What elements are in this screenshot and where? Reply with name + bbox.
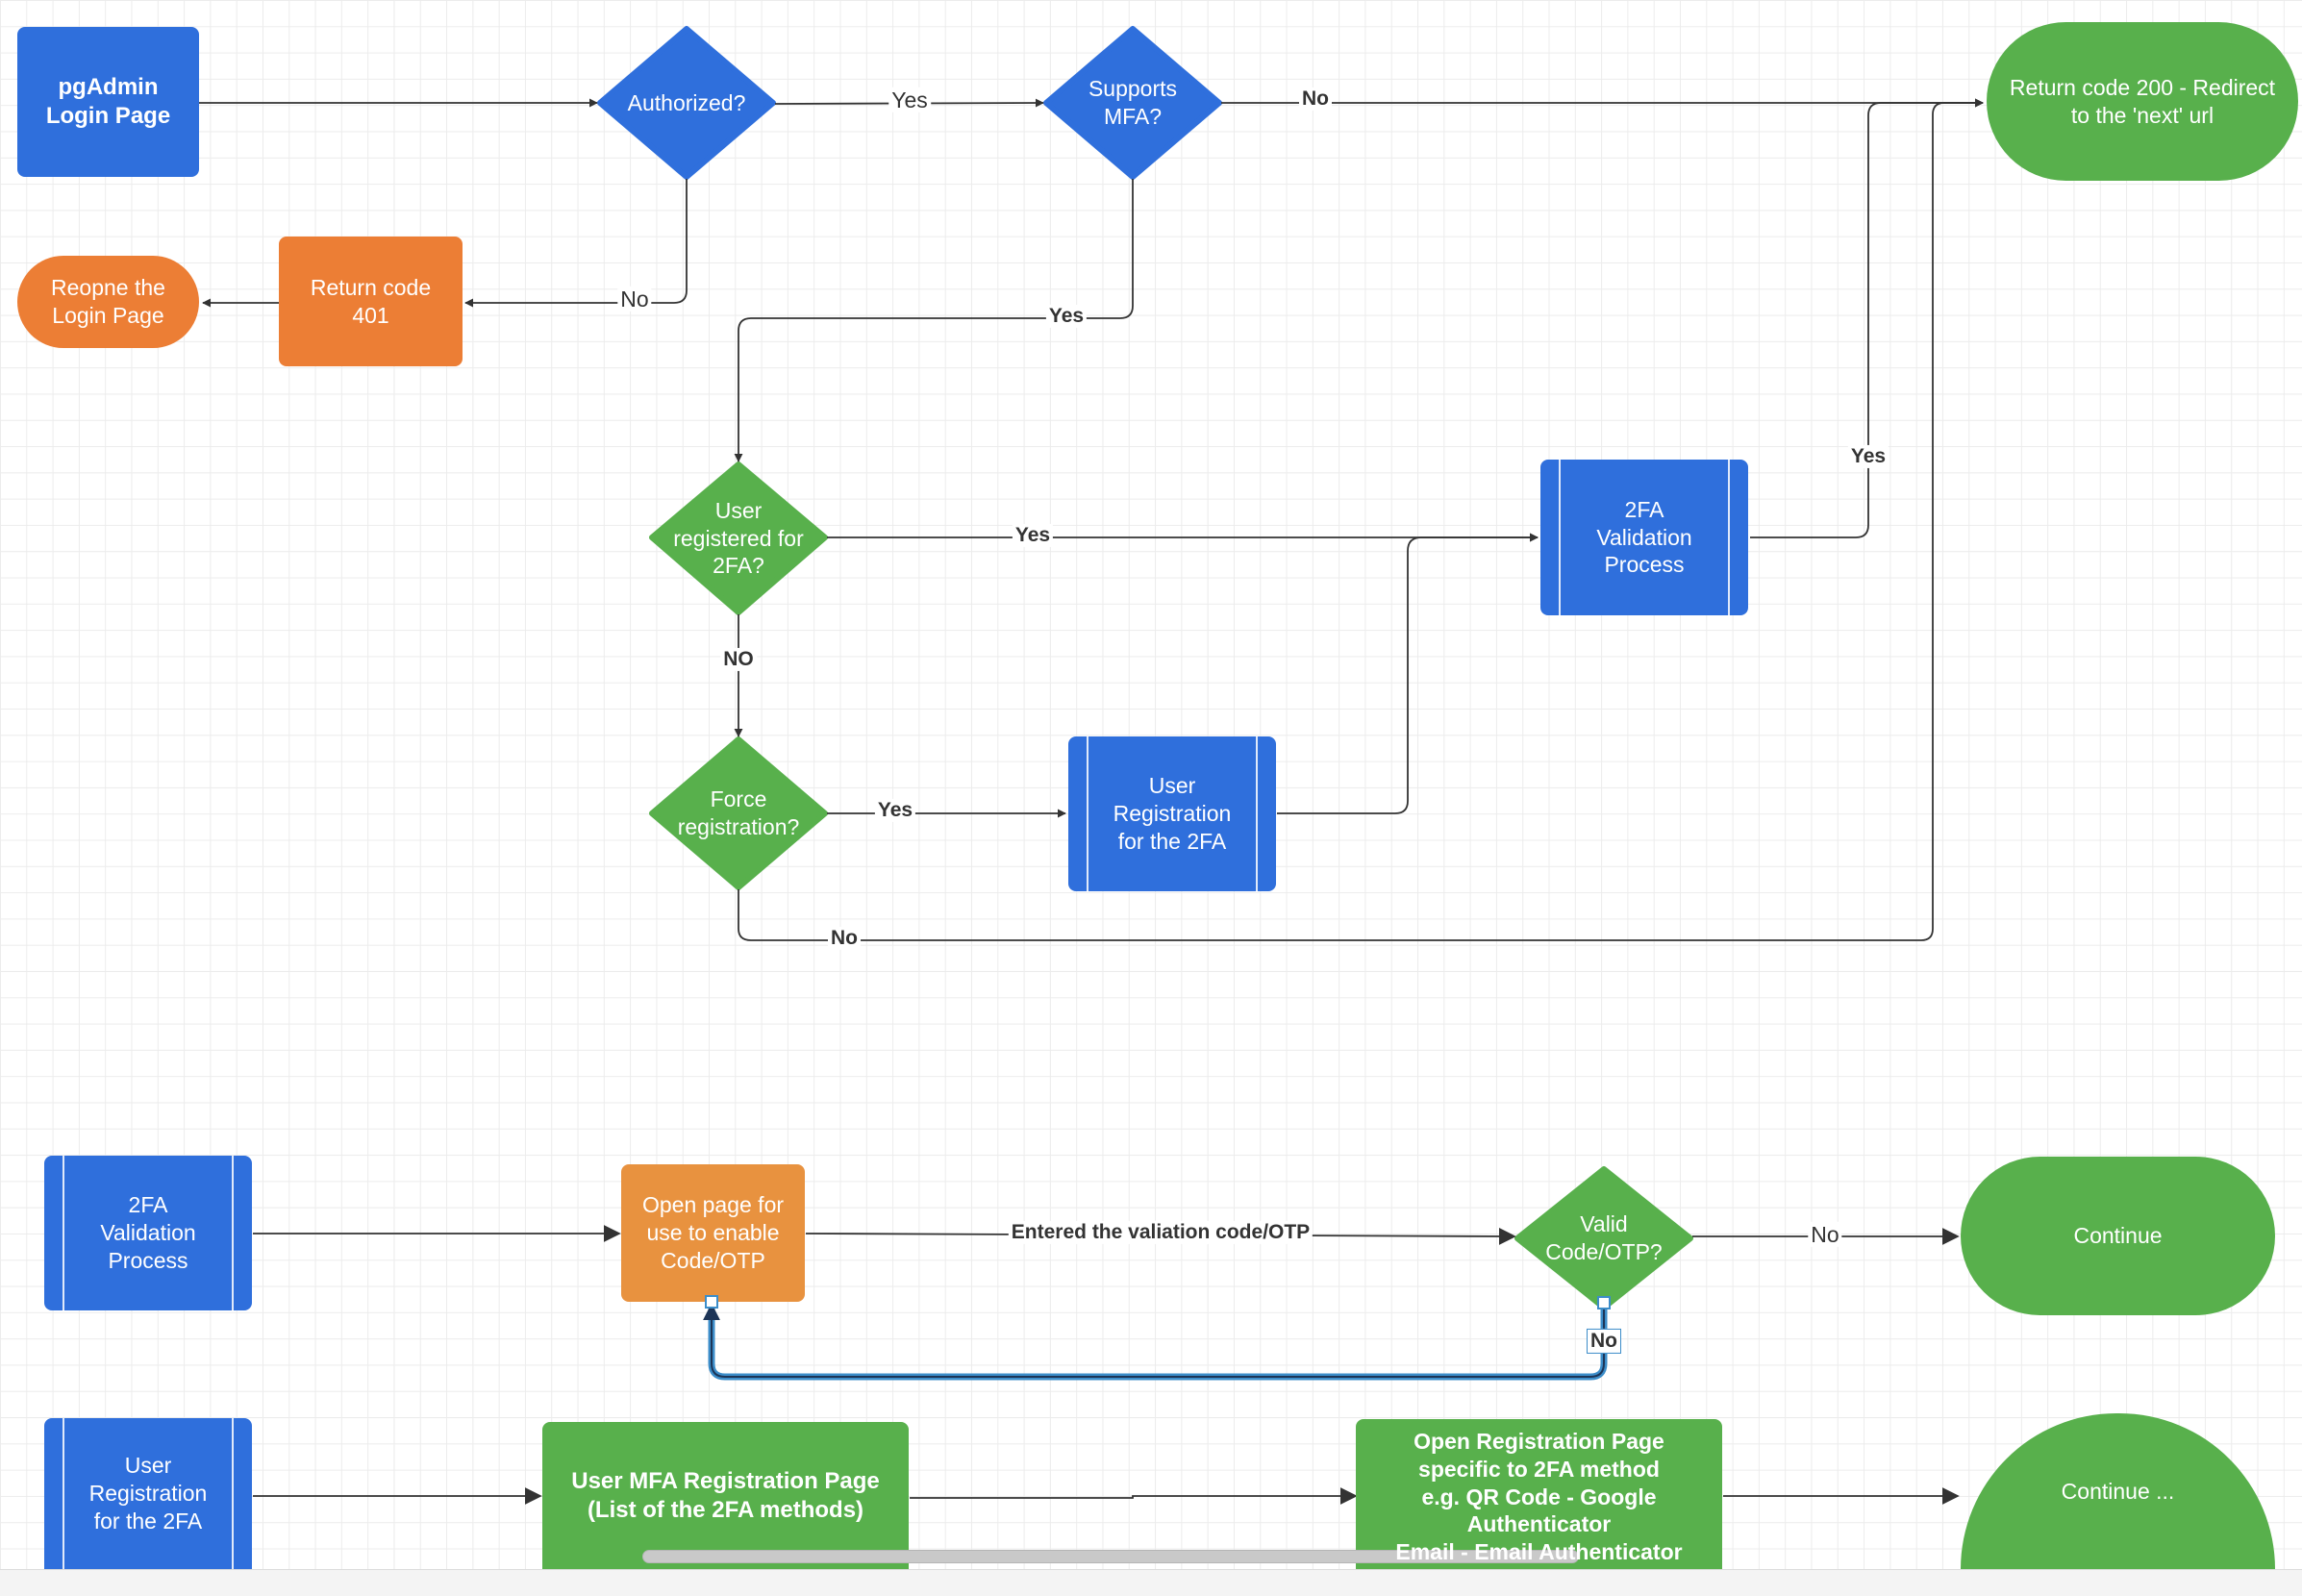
authorized-diamond[interactable]	[597, 26, 776, 180]
edge-mfa-page-to-specific[interactable]	[910, 1487, 1358, 1505]
supports-mfa-label: Supports MFA?	[1088, 76, 1178, 129]
continue-1-label: Continue	[2073, 1223, 2163, 1249]
open-page-code-node[interactable]: Open page for use to enable Code/OTP	[621, 1164, 805, 1302]
validation-yes-label[interactable]: Yes	[1847, 444, 1889, 469]
registered-yes-label[interactable]: Yes	[1012, 523, 1054, 548]
edge-mfa-yes[interactable]	[734, 179, 1134, 462]
user-registered-node[interactable]: User registered for 2FA?	[652, 464, 825, 612]
force-registration-label: Force registration?	[677, 786, 800, 839]
canvas-footer-strip	[0, 1569, 2302, 1596]
authorized-label: Authorized?	[627, 89, 746, 115]
login-page-label: pgAdmin Login Page	[45, 74, 171, 129]
reopen-login-node[interactable]: Reopne the Login Page	[17, 256, 199, 348]
return-200-node[interactable]: Return code 200 - Redirect to the 'next'…	[1987, 22, 2298, 181]
validation-process-top-label: 2FA Validation Process	[1596, 496, 1692, 578]
edge-authorized-no[interactable]	[464, 179, 688, 308]
entered-code-label[interactable]: Entered the valiation code/OTP	[1008, 1220, 1314, 1245]
valid-code-label: Valid Code/OTP?	[1545, 1211, 1663, 1264]
continue-1-node[interactable]: Continue	[1961, 1157, 2275, 1315]
open-page-code-label: Open page for use to enable Code/OTP	[641, 1192, 785, 1273]
registered-no-label[interactable]: NO	[720, 647, 757, 672]
authorized-no-label[interactable]: No	[617, 286, 652, 312]
valid-no-right-label[interactable]: No	[1808, 1221, 1842, 1248]
return-401-label: Return code 401	[310, 274, 432, 328]
continue-2-label: Continue ...	[2061, 1478, 2175, 1504]
open-registration-specific-label: Open Registration Page specific to 2FA m…	[1395, 1429, 1683, 1564]
return-200-label: Return code 200 - Redirect to the 'next'…	[2009, 74, 2276, 128]
supports-mfa-diamond[interactable]	[1043, 26, 1222, 180]
mfa-registration-page-node[interactable]: User MFA Registration Page (List of the …	[542, 1422, 909, 1569]
force-registration-node[interactable]: Force registration?	[652, 739, 825, 887]
edge-valid-no-loop[interactable]	[708, 1305, 1608, 1381]
edge-force-no[interactable]	[738, 98, 1984, 941]
authorized-node[interactable]: Authorized?	[600, 29, 773, 177]
valid-no-loop-label[interactable]: No	[1587, 1328, 1621, 1355]
validation-process-bottom-label: 2FA Validation Process	[100, 1192, 196, 1273]
edge-validation-yes[interactable]	[1750, 98, 1984, 538]
login-page-node[interactable]: pgAdmin Login Page	[17, 27, 199, 177]
force-registration-diamond[interactable]	[649, 736, 828, 890]
user-registered-diamond[interactable]	[649, 461, 828, 615]
authorized-yes-label[interactable]: Yes	[888, 87, 931, 113]
edge-registration-to-validation[interactable]	[1277, 533, 1539, 814]
user-registration-top-node[interactable]: User Registration for the 2FA	[1068, 736, 1276, 891]
mfa-yes-label[interactable]: Yes	[1045, 304, 1088, 329]
mfa-no-label[interactable]: No	[1299, 87, 1332, 112]
user-registration-top-label: User Registration for the 2FA	[1113, 773, 1232, 854]
user-registration-bottom-node[interactable]: User Registration for the 2FA	[44, 1418, 252, 1569]
validation-process-bottom-node[interactable]: 2FA Validation Process	[44, 1156, 252, 1310]
force-yes-label[interactable]: Yes	[874, 798, 916, 823]
valid-code-node[interactable]: Valid Code/OTP?	[1517, 1169, 1690, 1308]
user-registered-label: User registered for 2FA?	[673, 497, 804, 579]
return-401-node[interactable]: Return code 401	[279, 237, 463, 366]
validation-process-top-node[interactable]: 2FA Validation Process	[1540, 460, 1748, 615]
horizontal-scrollbar[interactable]	[642, 1550, 1579, 1563]
force-no-label[interactable]: No	[828, 926, 861, 951]
mfa-registration-page-label: User MFA Registration Page (List of the …	[571, 1467, 880, 1523]
open-registration-specific-node[interactable]: Open Registration Page specific to 2FA m…	[1356, 1419, 1722, 1569]
reopen-login-label: Reopne the Login Page	[51, 275, 165, 328]
connector-handle-start[interactable]	[1597, 1296, 1611, 1309]
connector-handle-end[interactable]	[705, 1295, 718, 1309]
user-registration-bottom-label: User Registration for the 2FA	[88, 1453, 208, 1534]
supports-mfa-node[interactable]: Supports MFA?	[1046, 29, 1219, 177]
